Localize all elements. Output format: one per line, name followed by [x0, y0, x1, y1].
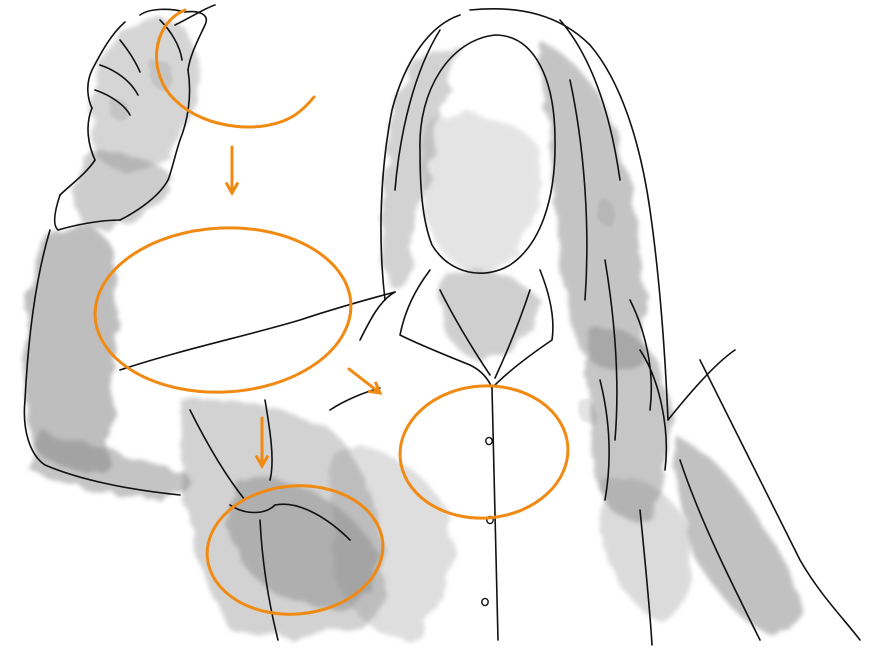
wash-right-sleeve	[600, 477, 694, 620]
line-lower-arm	[189, 399, 273, 501]
shirt-button	[485, 436, 493, 446]
line-upper-arm-outer	[23, 229, 51, 466]
annotation-arc-hand	[155, 8, 316, 129]
wash-face	[422, 115, 541, 273]
annotation-circle-hand	[205, 484, 385, 616]
wash-elbow	[30, 430, 191, 500]
line-face	[419, 34, 556, 274]
line-collar-right	[494, 269, 554, 386]
annotation-circle-chest	[398, 384, 570, 520]
line-forearm-across	[119, 291, 396, 371]
line-pen	[174, 4, 216, 26]
line-right-arm	[679, 459, 761, 641]
line-collar-inner	[439, 289, 531, 379]
wash-right-arm	[676, 440, 801, 635]
annotation-group	[93, 8, 570, 616]
wash-hand	[90, 18, 199, 171]
line-hair-right	[469, 7, 669, 441]
line-forearm-right	[119, 179, 169, 221]
line-hair-strands	[599, 299, 668, 501]
wash-hair-right	[540, 40, 645, 371]
ink-linework	[23, 4, 861, 646]
shirt-button	[481, 597, 489, 607]
wash-forearm	[75, 149, 175, 230]
line-hand-fingers	[87, 8, 207, 116]
line-arm-inner	[329, 387, 381, 411]
line-elbow	[44, 464, 181, 496]
arrow-diagonal	[347, 367, 383, 395]
wash-neck	[440, 268, 540, 360]
line-shirt-side	[639, 509, 653, 646]
line-hand-palm	[87, 69, 191, 181]
annotation-circle-arm	[93, 226, 353, 394]
line-forearm-left	[59, 159, 96, 196]
line-placket	[491, 387, 499, 641]
line-shoulder-right	[667, 349, 861, 641]
line-collar-left	[399, 269, 493, 389]
wash-sleeve	[23, 224, 117, 475]
line-hair-left	[380, 14, 461, 301]
watercolor-wash-group	[23, 18, 801, 640]
line-sleeve-cuff	[53, 194, 121, 231]
line-shoulder-left	[359, 291, 396, 341]
shirt-buttons	[481, 436, 494, 607]
